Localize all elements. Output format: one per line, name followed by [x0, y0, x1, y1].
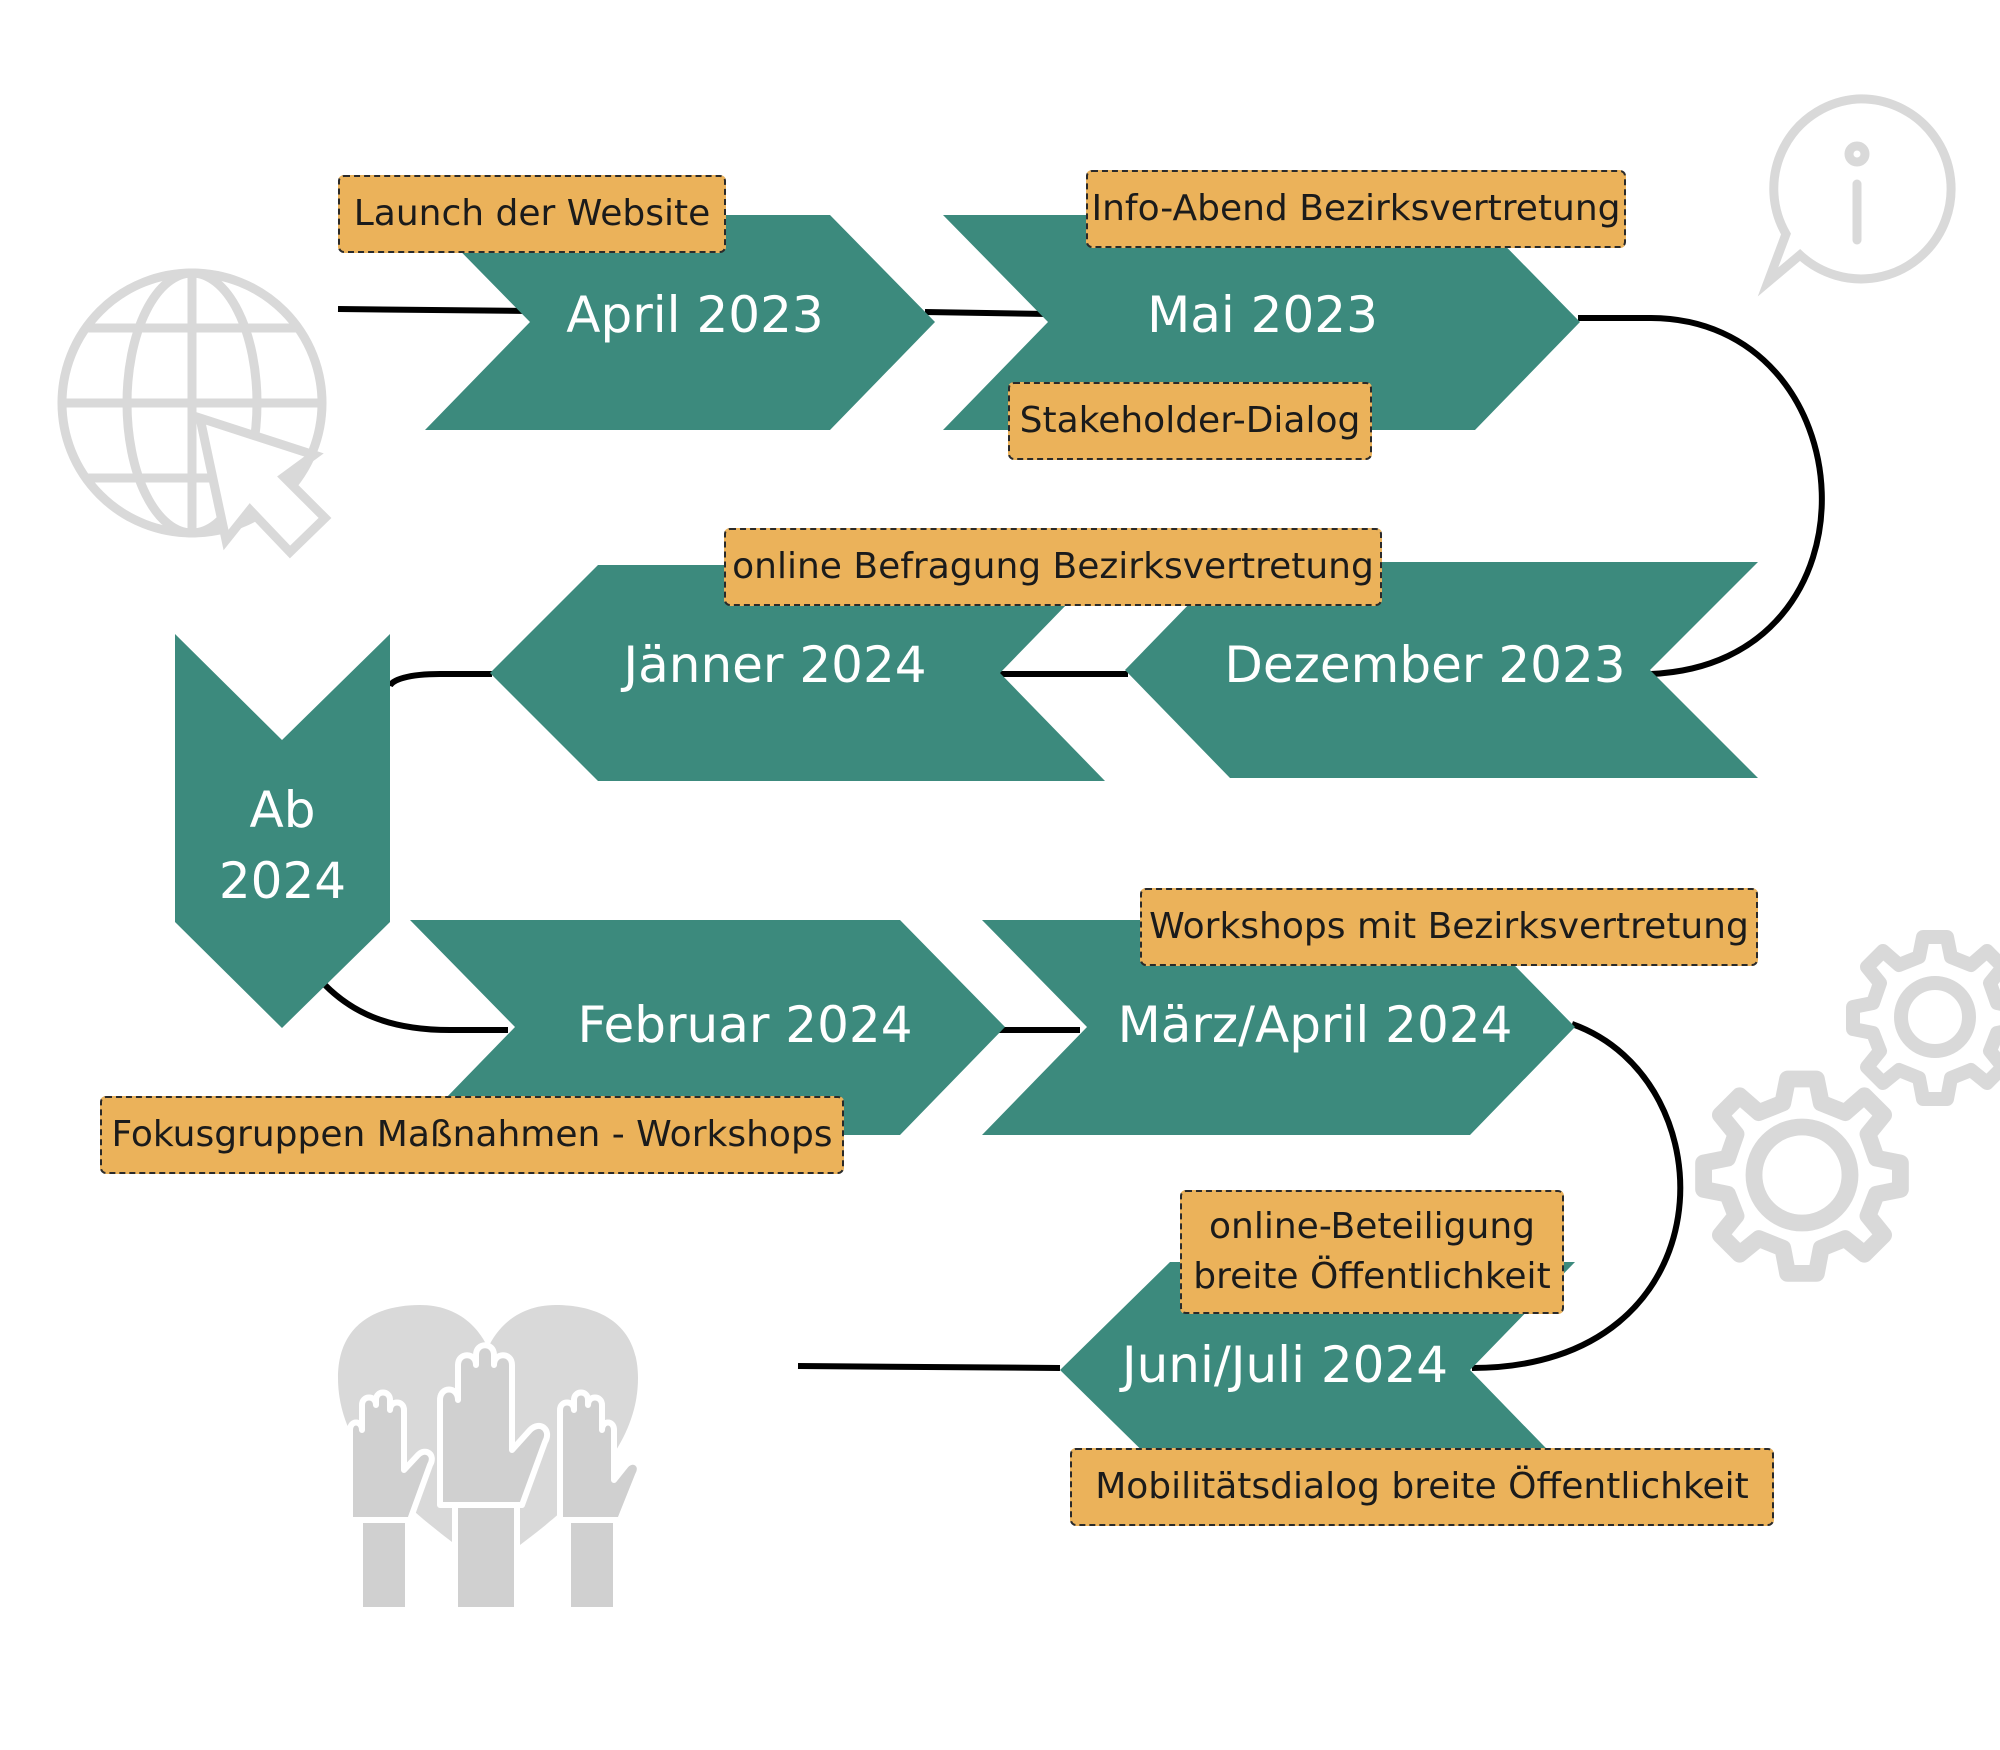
note-info-abend: Info-Abend Bezirksvertretung [1086, 170, 1626, 248]
note-fokusgruppen: Fokusgruppen Maßnahmen - Workshops [100, 1096, 844, 1174]
stage-februar-2024: Februar 2024 [577, 996, 913, 1054]
stage-jaenner-2024: Jänner 2024 [623, 636, 927, 694]
connector-end [797, 1363, 1061, 1371]
connector-jaenner-ab [387, 671, 492, 688]
note-online-beteiligung-line1: online-Beteiligung [1209, 1206, 1535, 1248]
globe-cursor-icon [57, 268, 332, 559]
connector-ab-februar [322, 982, 508, 1033]
stage-dezember-2023: Dezember 2023 [1224, 636, 1626, 694]
connector-april-mai [924, 309, 1049, 317]
info-bubble-icon [1757, 94, 1956, 297]
stage-ab-2024-line1: Ab [249, 781, 316, 839]
gears-icon [1695, 930, 2000, 1282]
connector-maerz-juni [1471, 1021, 1684, 1371]
heart-hands-icon [338, 1305, 643, 1613]
chevron-april-2023 [425, 215, 935, 430]
stage-mai-2023: Mai 2023 [1147, 286, 1378, 344]
note-online-befragung: online Befragung Bezirksvertretung [724, 528, 1382, 606]
chevron-ab-2024 [175, 634, 390, 1028]
connector-mai-dezember [1578, 315, 1825, 677]
chevron-dezember-2023 [1125, 562, 1758, 778]
note-stakeholder-dialog: Stakeholder-Dialog [1008, 382, 1372, 460]
connector-lines [322, 306, 1825, 1371]
stage-juni-juli-2024: Juni/Juli 2024 [1121, 1336, 1449, 1394]
chevron-jaenner-2024 [490, 565, 1105, 781]
note-mobilitaetsdialog: Mobilitätsdialog breite Öffentlichkeit [1070, 1448, 1774, 1526]
stage-ab-2024: Ab 2024 [175, 775, 390, 917]
stage-ab-2024-line2: 2024 [218, 852, 347, 910]
note-workshops-bv: Workshops mit Bezirksvertretung [1140, 888, 1758, 966]
chevron-juni-juli-2024 [1060, 1262, 1575, 1478]
stage-april-2023: April 2023 [566, 286, 824, 344]
connector-start [337, 306, 531, 314]
chevrons [175, 215, 1758, 1478]
note-online-beteiligung-line2: breite Öffentlichkeit [1193, 1256, 1551, 1297]
note-launch-website: Launch der Website [338, 175, 726, 253]
chevron-februar-2024 [410, 920, 1005, 1135]
note-online-beteiligung: online-Beteiligung breite Öffentlichkeit [1180, 1190, 1564, 1314]
stage-maerz-april-2024: März/April 2024 [1117, 996, 1513, 1054]
chevron-maerz-april-2024 [982, 920, 1575, 1135]
chevron-mai-2023 [943, 215, 1580, 430]
